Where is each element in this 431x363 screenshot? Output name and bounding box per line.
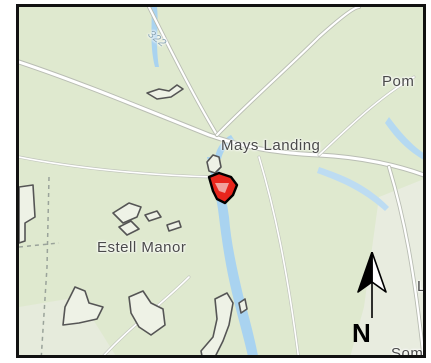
- road-line: [215, 7, 361, 137]
- north-arrow-icon: [357, 252, 387, 318]
- boundary-line: [19, 242, 60, 248]
- boundary-line: [40, 176, 50, 355]
- road-line: [318, 76, 415, 156]
- parcel: [146, 84, 184, 100]
- parcel: [118, 220, 140, 236]
- parcel: [206, 154, 222, 174]
- parcel: [238, 298, 248, 314]
- road-route-322: [19, 60, 423, 177]
- parcel: [128, 290, 166, 336]
- road-line: [258, 156, 300, 355]
- parcel: [62, 286, 104, 326]
- place-label-pom: Pom: [382, 73, 415, 90]
- parcel: [200, 292, 234, 355]
- parcel-outlines: [19, 84, 248, 355]
- place-label-mays-landing: Mays Landing: [221, 137, 321, 154]
- parcel: [19, 184, 36, 244]
- road-network: [19, 7, 423, 355]
- developed-area: [19, 297, 116, 355]
- place-label-estell-manor: Estell Manor: [97, 239, 187, 256]
- parcel: [112, 202, 142, 224]
- place-label-l-fragment: L: [417, 278, 426, 295]
- map-frame: 322 Pom Mays Landing Estell Manor L Som: [16, 4, 426, 358]
- place-label-som: Som: [391, 345, 424, 358]
- road-line: [19, 156, 215, 178]
- creek-water: [385, 117, 423, 160]
- parcel: [144, 210, 162, 222]
- road-line: [387, 165, 423, 355]
- parcel: [166, 220, 182, 232]
- road-line: [147, 7, 219, 137]
- north-arrow-letter: N: [352, 318, 371, 348]
- creek-water: [317, 167, 389, 211]
- map-canvas: [19, 7, 423, 355]
- highlighted-parcel-inner: [215, 183, 229, 193]
